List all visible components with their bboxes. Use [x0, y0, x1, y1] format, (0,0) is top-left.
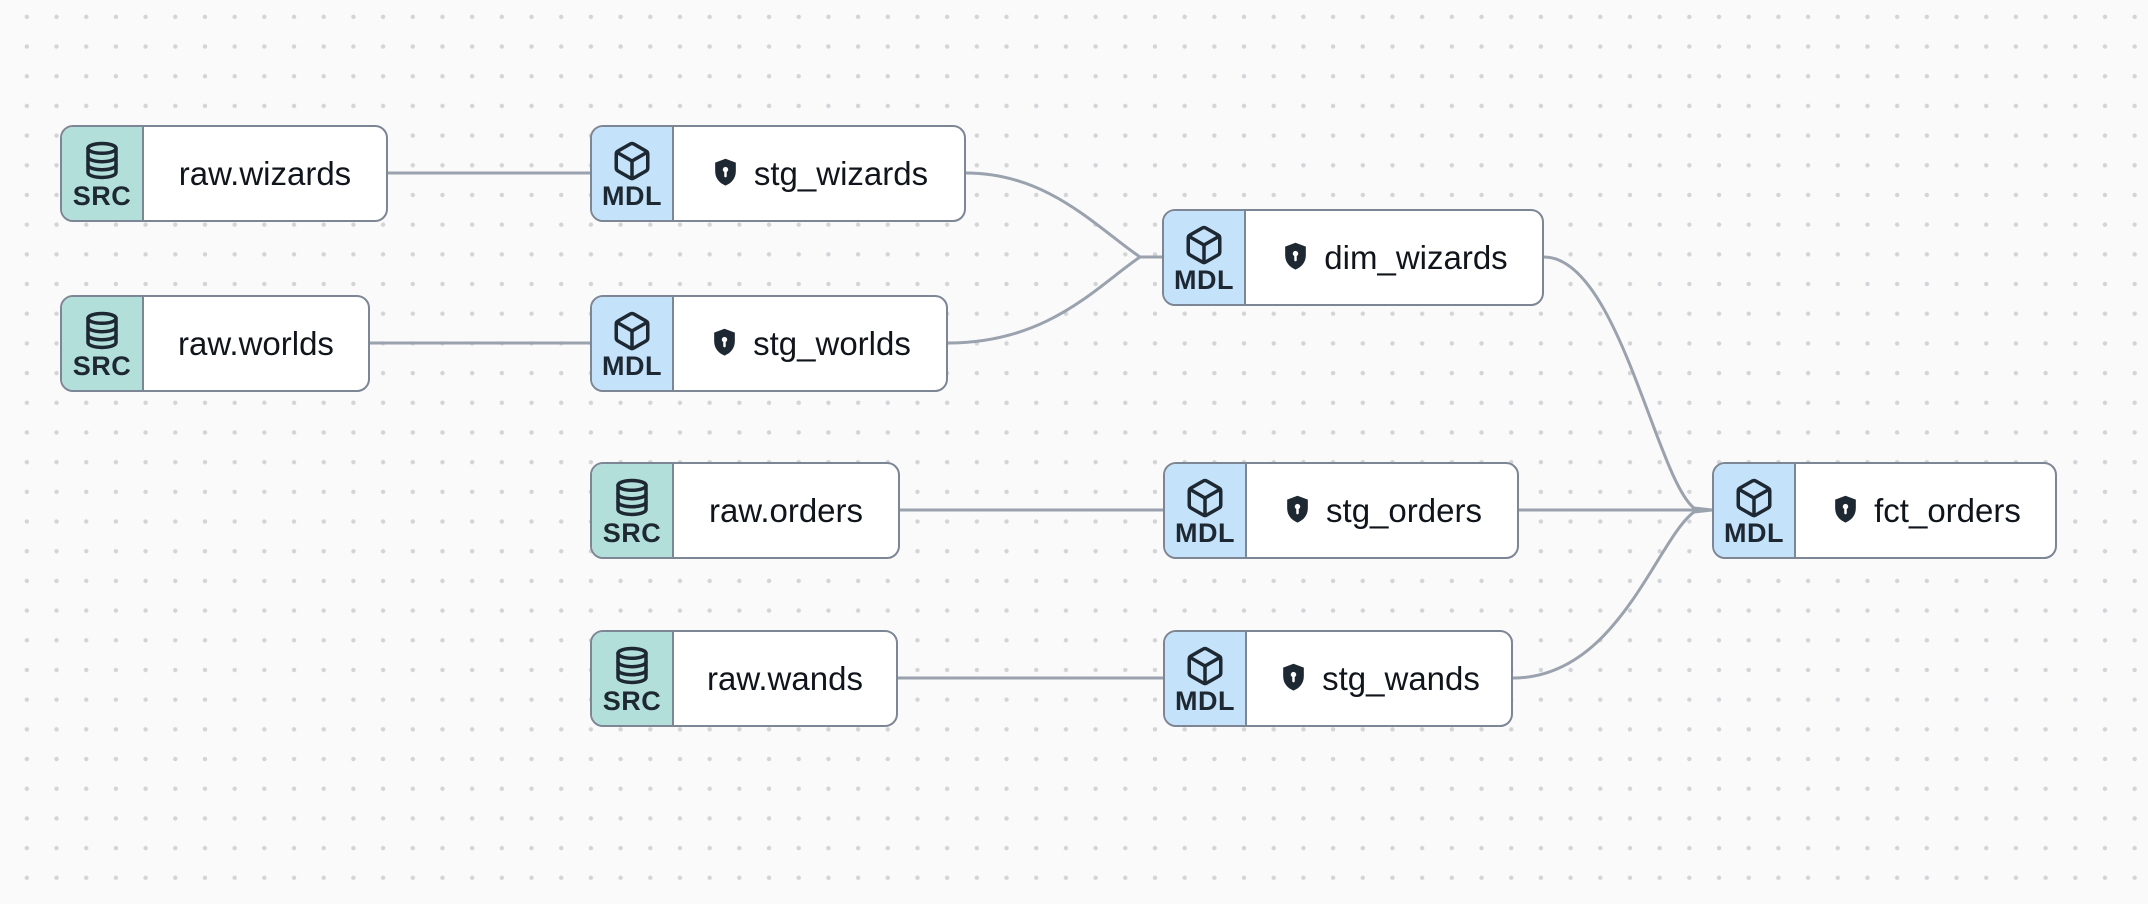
node-label: dim_wizards: [1324, 239, 1508, 276]
node-type-badge: SRC: [602, 685, 662, 716]
node-type-panel: SRC: [62, 297, 144, 390]
node-type-badge: MDL: [602, 350, 662, 381]
node-type-panel: SRC: [592, 464, 674, 557]
shield-icon: [1830, 494, 1861, 528]
lineage-node-stg_orders[interactable]: MDL stg_orders: [1163, 462, 1519, 559]
lineage-node-stg_wands[interactable]: MDL stg_wands: [1163, 630, 1513, 727]
node-label: stg_wands: [1322, 660, 1480, 697]
database-icon: [81, 310, 123, 352]
node-body: raw.worlds: [144, 297, 368, 390]
lineage-node-raw_wizards[interactable]: SRC raw.wizards: [60, 125, 388, 222]
database-icon: [611, 477, 653, 519]
node-label: stg_orders: [1326, 492, 1482, 529]
box-icon: [1733, 477, 1775, 519]
node-type-badge: SRC: [72, 180, 132, 211]
node-type-panel: MDL: [592, 297, 674, 390]
shield-icon: [1278, 662, 1309, 696]
shield-icon: [709, 327, 740, 361]
node-type-badge: MDL: [1724, 517, 1784, 548]
node-body: stg_wizards: [674, 127, 964, 220]
box-icon: [1183, 224, 1225, 266]
edge-stg_wands-to-fct_orders: [1512, 508, 1713, 680]
edge-dim_wizards-to-fct_orders: [1543, 255, 1713, 512]
edge-stg_worlds-to-dim_wizards: [947, 255, 1141, 345]
lineage-node-stg_worlds[interactable]: MDL stg_worlds: [590, 295, 948, 392]
node-type-panel: SRC: [62, 127, 144, 220]
lineage-node-raw_worlds[interactable]: SRC raw.worlds: [60, 295, 370, 392]
shield-icon: [1280, 241, 1311, 275]
node-type-badge: MDL: [602, 180, 662, 211]
node-type-badge: MDL: [1174, 264, 1234, 295]
node-body: stg_wands: [1247, 632, 1511, 725]
node-label: raw.orders: [708, 492, 864, 529]
node-type-panel: MDL: [592, 127, 674, 220]
database-icon: [611, 645, 653, 687]
node-label: fct_orders: [1874, 492, 2021, 529]
node-body: stg_worlds: [674, 297, 946, 390]
node-label: stg_worlds: [753, 325, 911, 362]
node-label: raw.wands: [707, 660, 863, 697]
node-type-panel: SRC: [592, 632, 674, 725]
box-icon: [611, 310, 653, 352]
lineage-node-raw_orders[interactable]: SRC raw.orders: [590, 462, 900, 559]
node-type-badge: MDL: [1175, 685, 1235, 716]
node-type-panel: MDL: [1164, 211, 1246, 304]
node-body: raw.wizards: [144, 127, 386, 220]
node-body: dim_wizards: [1246, 211, 1542, 304]
node-body: raw.wands: [674, 632, 896, 725]
node-label: raw.wizards: [178, 155, 352, 192]
node-body: stg_orders: [1247, 464, 1517, 557]
box-icon: [1184, 645, 1226, 687]
box-icon: [611, 140, 653, 182]
node-label: raw.worlds: [178, 325, 334, 362]
node-type-badge: SRC: [602, 517, 662, 548]
node-label: stg_wizards: [753, 155, 929, 192]
shield-icon: [1282, 494, 1313, 528]
node-type-panel: MDL: [1714, 464, 1796, 557]
lineage-node-raw_wands[interactable]: SRC raw.wands: [590, 630, 898, 727]
box-icon: [1184, 477, 1226, 519]
database-icon: [81, 140, 123, 182]
lineage-node-dim_wizards[interactable]: MDL dim_wizards: [1162, 209, 1544, 306]
shield-icon: [710, 157, 741, 191]
node-type-panel: MDL: [1165, 632, 1247, 725]
node-body: raw.orders: [674, 464, 898, 557]
node-body: fct_orders: [1796, 464, 2055, 557]
lineage-node-fct_orders[interactable]: MDL fct_orders: [1712, 462, 2057, 559]
edge-stg_wizards-to-dim_wizards: [965, 171, 1162, 259]
node-type-badge: SRC: [72, 350, 132, 381]
node-type-badge: MDL: [1175, 517, 1235, 548]
lineage-node-stg_wizards[interactable]: MDL stg_wizards: [590, 125, 966, 222]
node-type-panel: MDL: [1165, 464, 1247, 557]
